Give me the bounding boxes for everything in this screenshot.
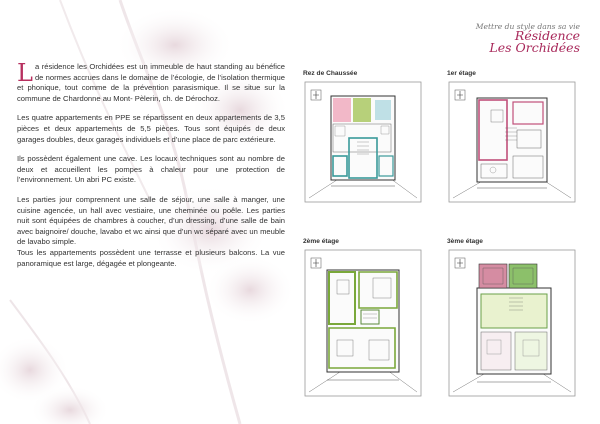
- paragraph-terraces: Tous les appartements possèdent une terr…: [17, 247, 285, 268]
- tagline: Mettre du style dans sa vie: [475, 22, 580, 31]
- paragraph-technical: Ils possèdent également une cave. Les lo…: [17, 154, 285, 185]
- paragraph-apartments: Les quatre appartements en PPE se répart…: [17, 113, 285, 144]
- paragraph-intro-text: a résidence les Orchidées est un immeubl…: [17, 62, 285, 103]
- plan-label: 2ème étage: [303, 238, 339, 245]
- floor-plan-drawing: [304, 81, 422, 203]
- title-line-1: Résidence: [514, 28, 580, 43]
- plan-label: 1er étage: [447, 70, 476, 77]
- orchid-decoration: [0, 0, 295, 424]
- paragraph-rooms: Les parties jour comprennent une salle d…: [17, 194, 285, 247]
- floor-plan-ground: [303, 80, 423, 204]
- floor-plan-first: [447, 80, 577, 204]
- plan-label: 3ème étage: [447, 238, 483, 245]
- title-line-2: Les Orchidées: [489, 40, 580, 55]
- floor-plan-drawing: [448, 81, 576, 203]
- page-title: Résidence Les Orchidées: [489, 28, 580, 55]
- floor-plan-third: [447, 248, 577, 398]
- dropcap-letter: L: [17, 59, 33, 87]
- floor-plan-drawing: [304, 249, 422, 397]
- floor-plan-second: [303, 248, 423, 398]
- plan-label: Rez de Chaussée: [303, 70, 358, 77]
- floor-plan-drawing: [448, 249, 576, 397]
